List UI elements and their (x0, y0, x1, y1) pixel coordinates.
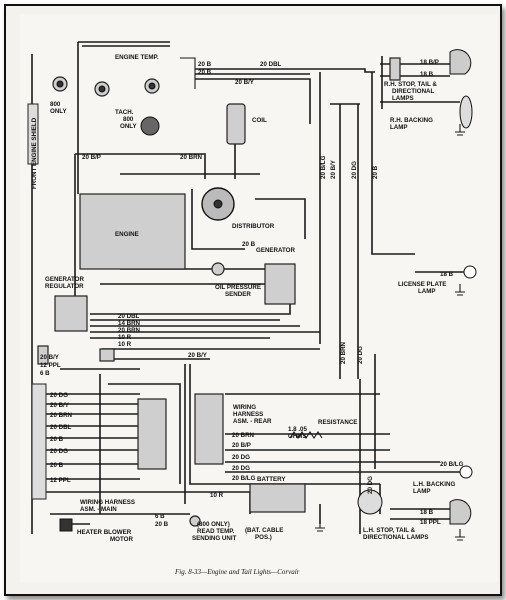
wire-label: 12 PPL (40, 362, 61, 369)
wire-label: 20 BRN (232, 432, 255, 439)
front-engine-shield-label: FRONT ENGINE SHIELD (31, 117, 38, 189)
engine-temp-label: ENGINE TEMP. (115, 54, 159, 61)
engine-label: ENGINE (115, 231, 139, 238)
read-temp-sender-icon (189, 515, 201, 527)
wire-label: 20 DG (232, 465, 250, 472)
wire-label: 18 B/P (420, 59, 439, 66)
generator-regulator-icon (54, 295, 88, 332)
wire-label: 6 B (155, 513, 165, 520)
wire-label: 20 B/Y (50, 402, 70, 409)
wire-label: 10 R (118, 341, 132, 348)
wire-label: 6 B (40, 370, 50, 377)
figure-caption: Fig. 8-33—Engine and Tail Lights—Corvair (174, 568, 300, 576)
wire-label: 20 BRN (118, 327, 141, 334)
wire-label: 18 B (420, 509, 434, 516)
oil-pressure-sender-icon (211, 262, 225, 276)
wire-label: 20 DG (357, 346, 364, 364)
wire-label: 20 B (198, 69, 212, 76)
wire-label: 20 DG (50, 392, 68, 399)
tach-icon (140, 116, 160, 136)
lh-stop-label: L.H. STOP, TAIL &DIRECTIONAL LAMPS (363, 527, 429, 541)
lh-backing-lamp-icon (459, 465, 473, 479)
junction-block-main (137, 398, 167, 470)
wire-label: 20 B/LG (232, 475, 256, 482)
temp-sender-icons (52, 76, 160, 97)
wire-bundles (31, 41, 460, 534)
wire-label: 10 R (118, 334, 132, 341)
wire-labels: 20 B 20 B 20 DBL 20 B/Y 18 B/P 18 B 20 B… (40, 59, 464, 528)
wire-label: 20 B (372, 165, 379, 179)
wire-label: 20 DG (50, 448, 68, 455)
wire-label: 20 B (50, 462, 64, 469)
wire-label: 20 B/P (82, 154, 101, 161)
wire-label: 10 R (210, 492, 224, 499)
front-engine-shield (27, 103, 39, 165)
wire-label: 20 DG (232, 454, 250, 461)
wire-label: 20 DBL (50, 424, 72, 431)
main-harness-connector (31, 383, 47, 500)
wire-label: 20 DG (351, 161, 358, 179)
wire-label: 20 B (155, 521, 169, 528)
rh-stop-lamp-icon (389, 49, 472, 81)
wire-label: 20 DBL (260, 61, 282, 68)
wire-label: 20 BRN (340, 341, 347, 364)
wire-label: 20 B/LG (440, 461, 464, 468)
wire-label: 20 B/Y (235, 79, 255, 86)
ground-symbols (315, 124, 465, 541)
wire-label: 20 DG (367, 476, 374, 494)
battery-label: BATTERY (257, 476, 286, 483)
wire-label: 20 B (198, 61, 212, 68)
wire-label: 20 BRN (180, 154, 203, 161)
heater-blower-icon (59, 518, 73, 532)
wire-label: 20 B/P (232, 442, 251, 449)
rh-backing-lamp-icon (459, 95, 473, 129)
connector-mid (99, 348, 115, 362)
wire-label: 20 B (242, 241, 256, 248)
generator-icon (264, 263, 296, 305)
wire-label: 20 BRN (50, 412, 73, 419)
lh-stop-lamp-icon (357, 489, 472, 525)
license-plate-lamp-icon (463, 265, 477, 279)
wire-label: 20 B/Y (40, 354, 60, 361)
wire-label: 20 B/Y (330, 159, 337, 179)
connector-left (37, 345, 49, 365)
wire-label: 20 DBL (118, 313, 140, 320)
distributor-label: DISTRIBUTOR (232, 223, 275, 230)
engine-block (79, 193, 186, 270)
wire-label: 20 B/LG (320, 155, 327, 179)
wire-label: 18 B (420, 71, 434, 78)
wire-label: 18 B (440, 271, 454, 278)
wire-label: 20 B (50, 436, 64, 443)
coil-label: COIL (252, 117, 267, 124)
wire-label: 20 B/Y (188, 352, 208, 359)
wire-label: 12 PPL (50, 477, 71, 484)
wire-label: 14 BRN (118, 320, 141, 327)
junction-block-rear (194, 393, 224, 465)
generator-label: GENERATOR (256, 247, 295, 254)
coil-icon (226, 103, 246, 145)
wire-label: 18 PPL (420, 519, 441, 526)
battery-icon (249, 483, 306, 513)
read-temp-label: (800 ONLY)READ TEMP.SENDING UNIT (192, 521, 237, 542)
resistance-icon (289, 431, 323, 439)
